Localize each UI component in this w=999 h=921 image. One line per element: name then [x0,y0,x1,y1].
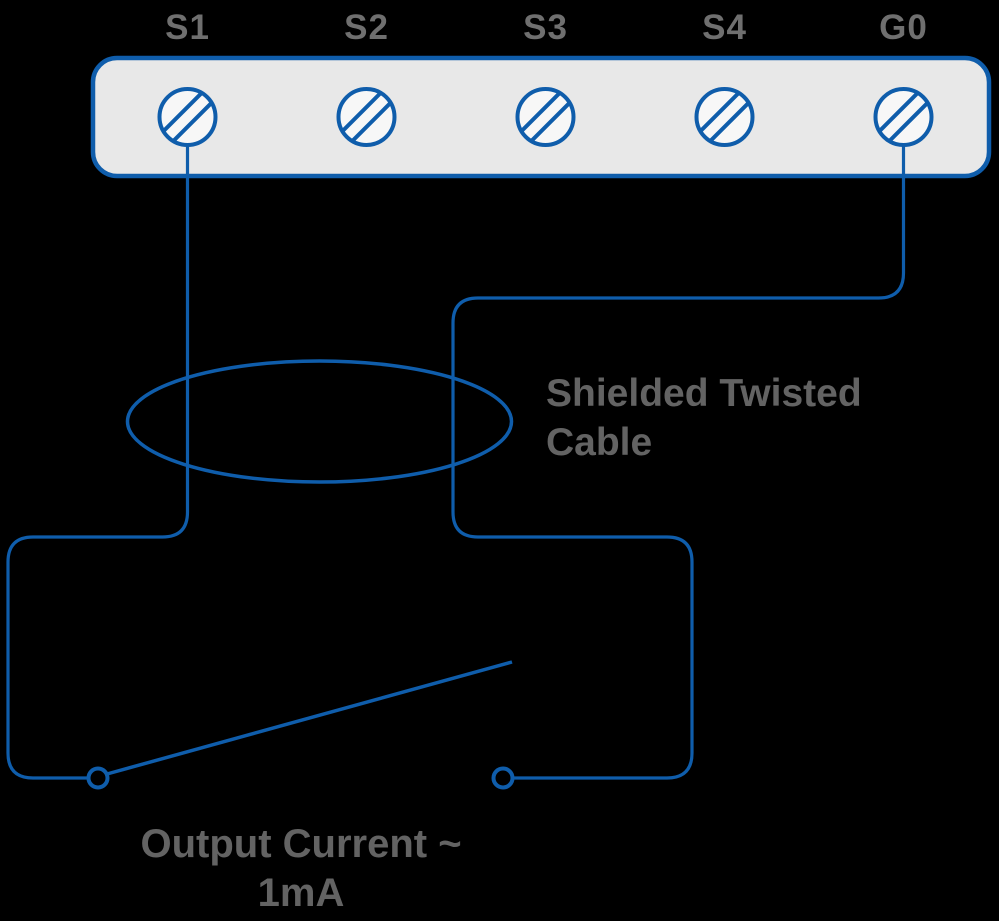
screw-terminal-icon-s3 [515,87,576,147]
terminal-label-s4: S4 [702,8,747,47]
cable-loop-ellipse [125,359,514,484]
switch-blade [106,660,513,776]
wire-g0 [451,145,906,780]
screw-terminal-icon-s1 [157,87,218,147]
output-current-annotation: Output Current ~ 1mA [140,820,461,918]
terminal-label-s1: S1 [165,8,210,47]
switch-contact-right [491,766,515,790]
cable-annotation-line1: Shielded Twisted [546,372,862,415]
switch-contact-left [86,766,110,790]
output-current-line2: 1mA [257,871,345,915]
wire-s1 [6,145,190,780]
terminal-label-s3: S3 [523,8,568,47]
cable-annotation: Shielded Twisted Cable [546,369,862,467]
screw-terminal-icon-s4 [694,87,755,147]
screw-terminal-icon-s2 [336,87,397,147]
terminal-label-g0: G0 [879,8,928,47]
terminal-label-s2: S2 [344,8,389,47]
cable-annotation-line2: Cable [546,421,653,464]
output-current-line1: Output Current ~ [140,822,462,866]
screw-terminal-icon-g0 [873,87,934,147]
